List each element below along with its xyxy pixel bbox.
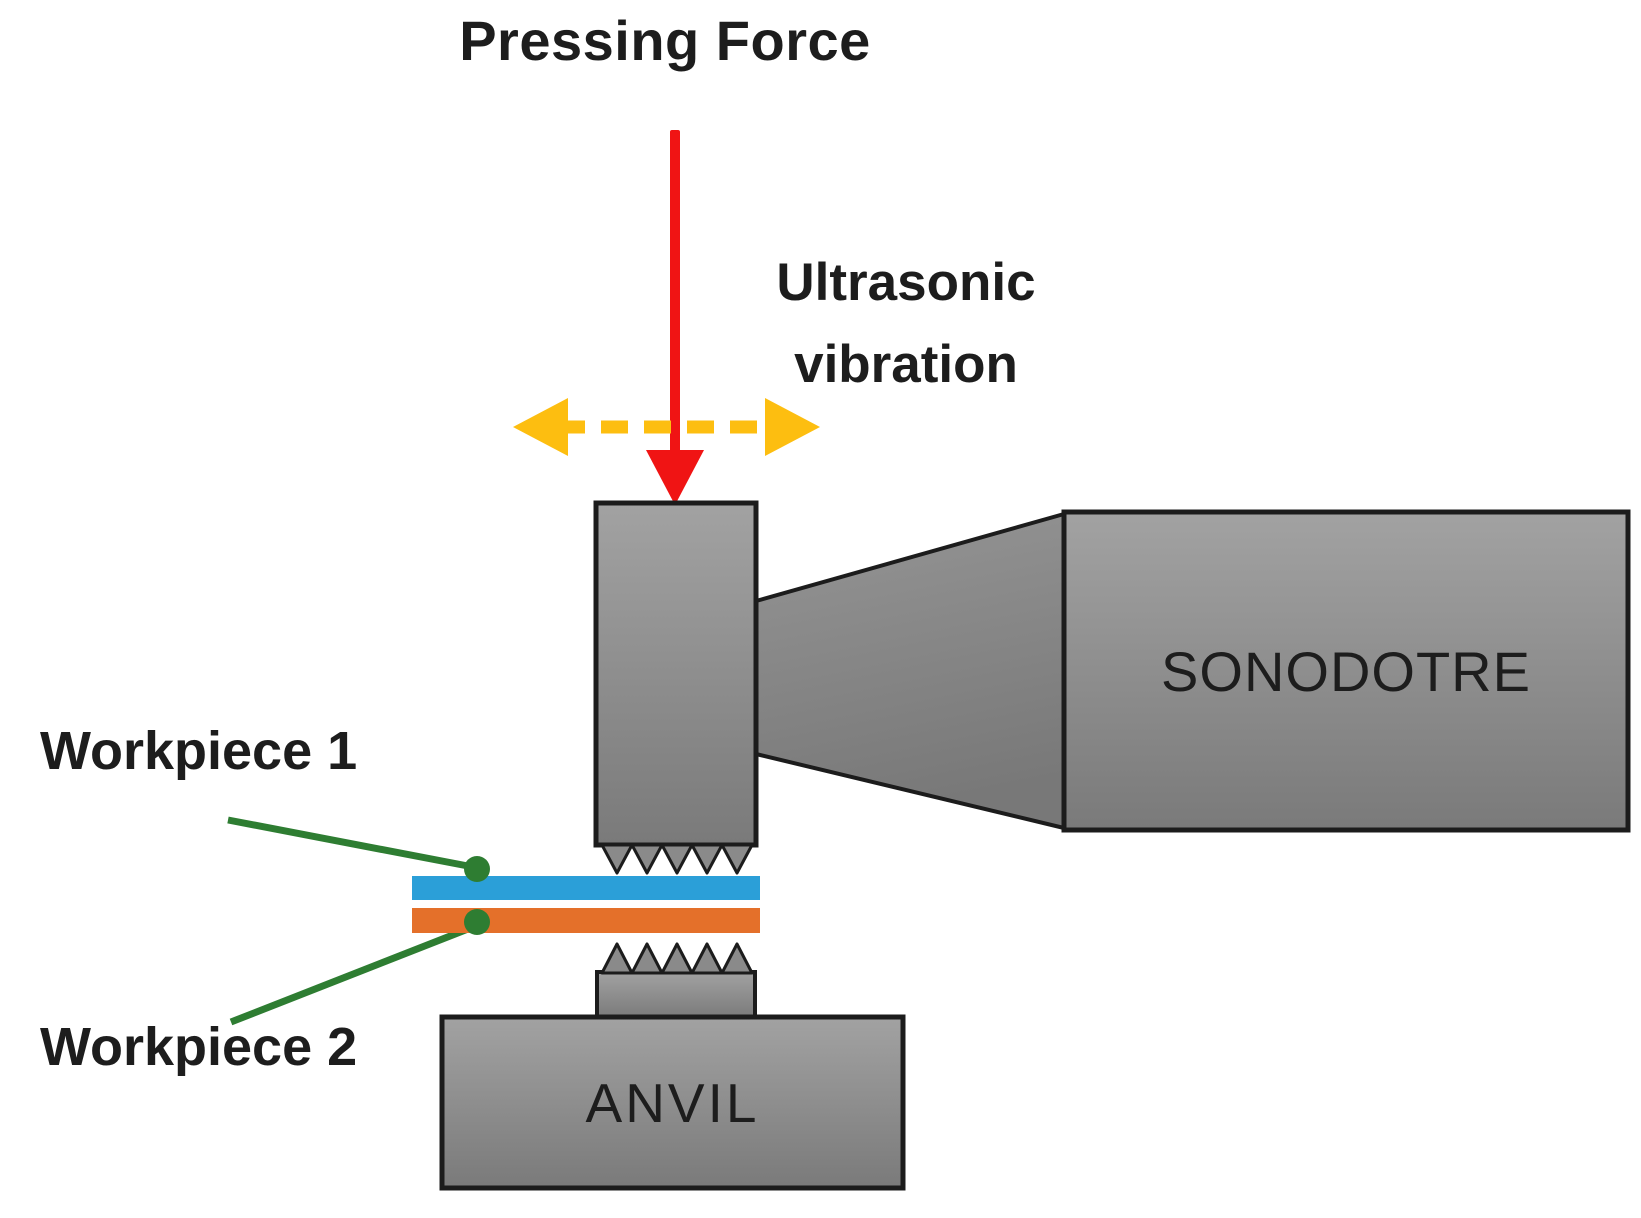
workpiece2-leader-dot xyxy=(464,909,490,935)
ultrasonic-vibration-label: Ultrasonic vibration xyxy=(740,242,1072,406)
vibration-arrow-left-head xyxy=(513,398,568,456)
workpiece2-label: Workpiece 2 xyxy=(40,1017,358,1077)
workpiece1-leader-line xyxy=(227,816,469,870)
horn-taper xyxy=(754,512,1066,830)
vibration-arrow-right-head xyxy=(765,398,820,456)
sonotrode-label: SONODOTRE xyxy=(1161,639,1531,703)
pressing-force-arrow-shaft xyxy=(670,130,680,454)
welding-tip xyxy=(593,500,759,848)
pressing-force-arrow-head xyxy=(646,450,704,505)
ultrasonic-vibration-label-line2: vibration xyxy=(794,335,1018,395)
workpiece2-leader-line xyxy=(229,925,470,1026)
anvil-teeth xyxy=(600,942,754,975)
anvil-neck xyxy=(595,970,757,1020)
workpiece1-leader-dot xyxy=(464,856,490,882)
sonotrode-body xyxy=(1061,509,1631,833)
anvil-body xyxy=(439,1014,906,1191)
workpiece1-label: Workpiece 1 xyxy=(40,721,358,781)
anvil-label: ANVIL xyxy=(585,1071,760,1134)
welding-tip-teeth xyxy=(600,843,754,875)
workpiece1-strip xyxy=(412,876,760,900)
pressing-force-label: Pressing Force xyxy=(459,9,871,72)
ultrasonic-vibration-label-line1: Ultrasonic xyxy=(776,253,1036,312)
